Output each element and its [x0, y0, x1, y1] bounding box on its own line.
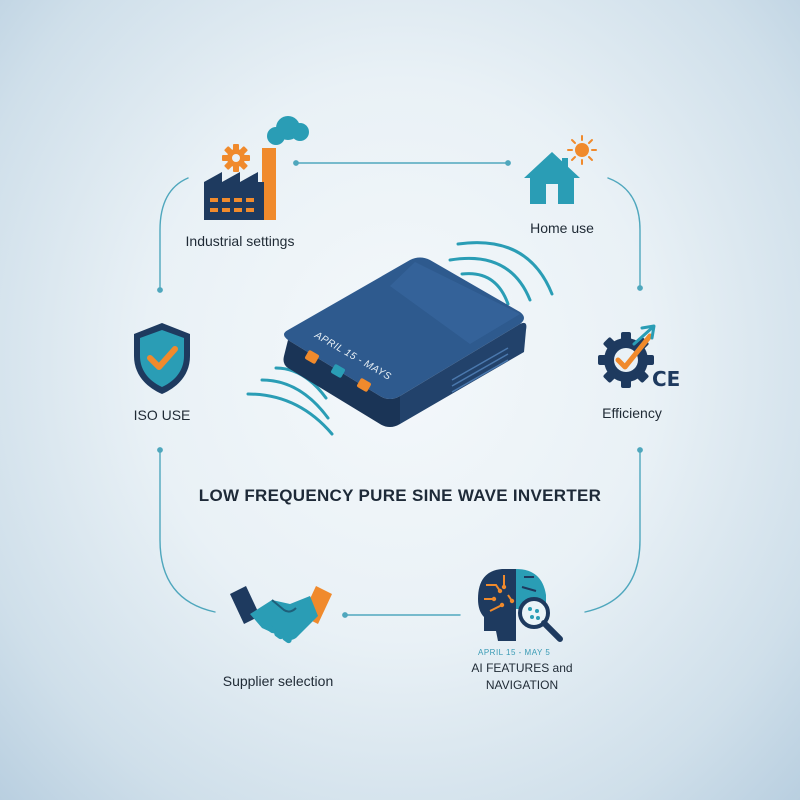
svg-text:CE: CE [652, 367, 680, 391]
supplier-label: Supplier selection [222, 673, 334, 689]
industrial-label: Industrial settings [185, 233, 295, 249]
iso-label: ISO USE [133, 407, 191, 423]
efficiency-label: Efficiency [602, 405, 662, 421]
ai-date: APRIL 15 - MAY 5 [478, 648, 551, 657]
factory-icon [204, 116, 309, 220]
handshake-icon [230, 586, 332, 644]
diagram-title: LOW FREQUENCY PURE SINE WAVE INVERTER [198, 486, 602, 505]
ai-label-line2: NAVIGATION [485, 678, 559, 692]
home-label: Home use [530, 220, 594, 236]
house-icon [524, 135, 597, 204]
inverter-device [246, 241, 554, 436]
ai-label-line1: AI FEATURES and [471, 661, 573, 675]
shield-check-icon [134, 323, 190, 394]
gear-check-ce-icon: CE [598, 324, 680, 391]
ai-head-magnifier-icon [478, 569, 563, 642]
